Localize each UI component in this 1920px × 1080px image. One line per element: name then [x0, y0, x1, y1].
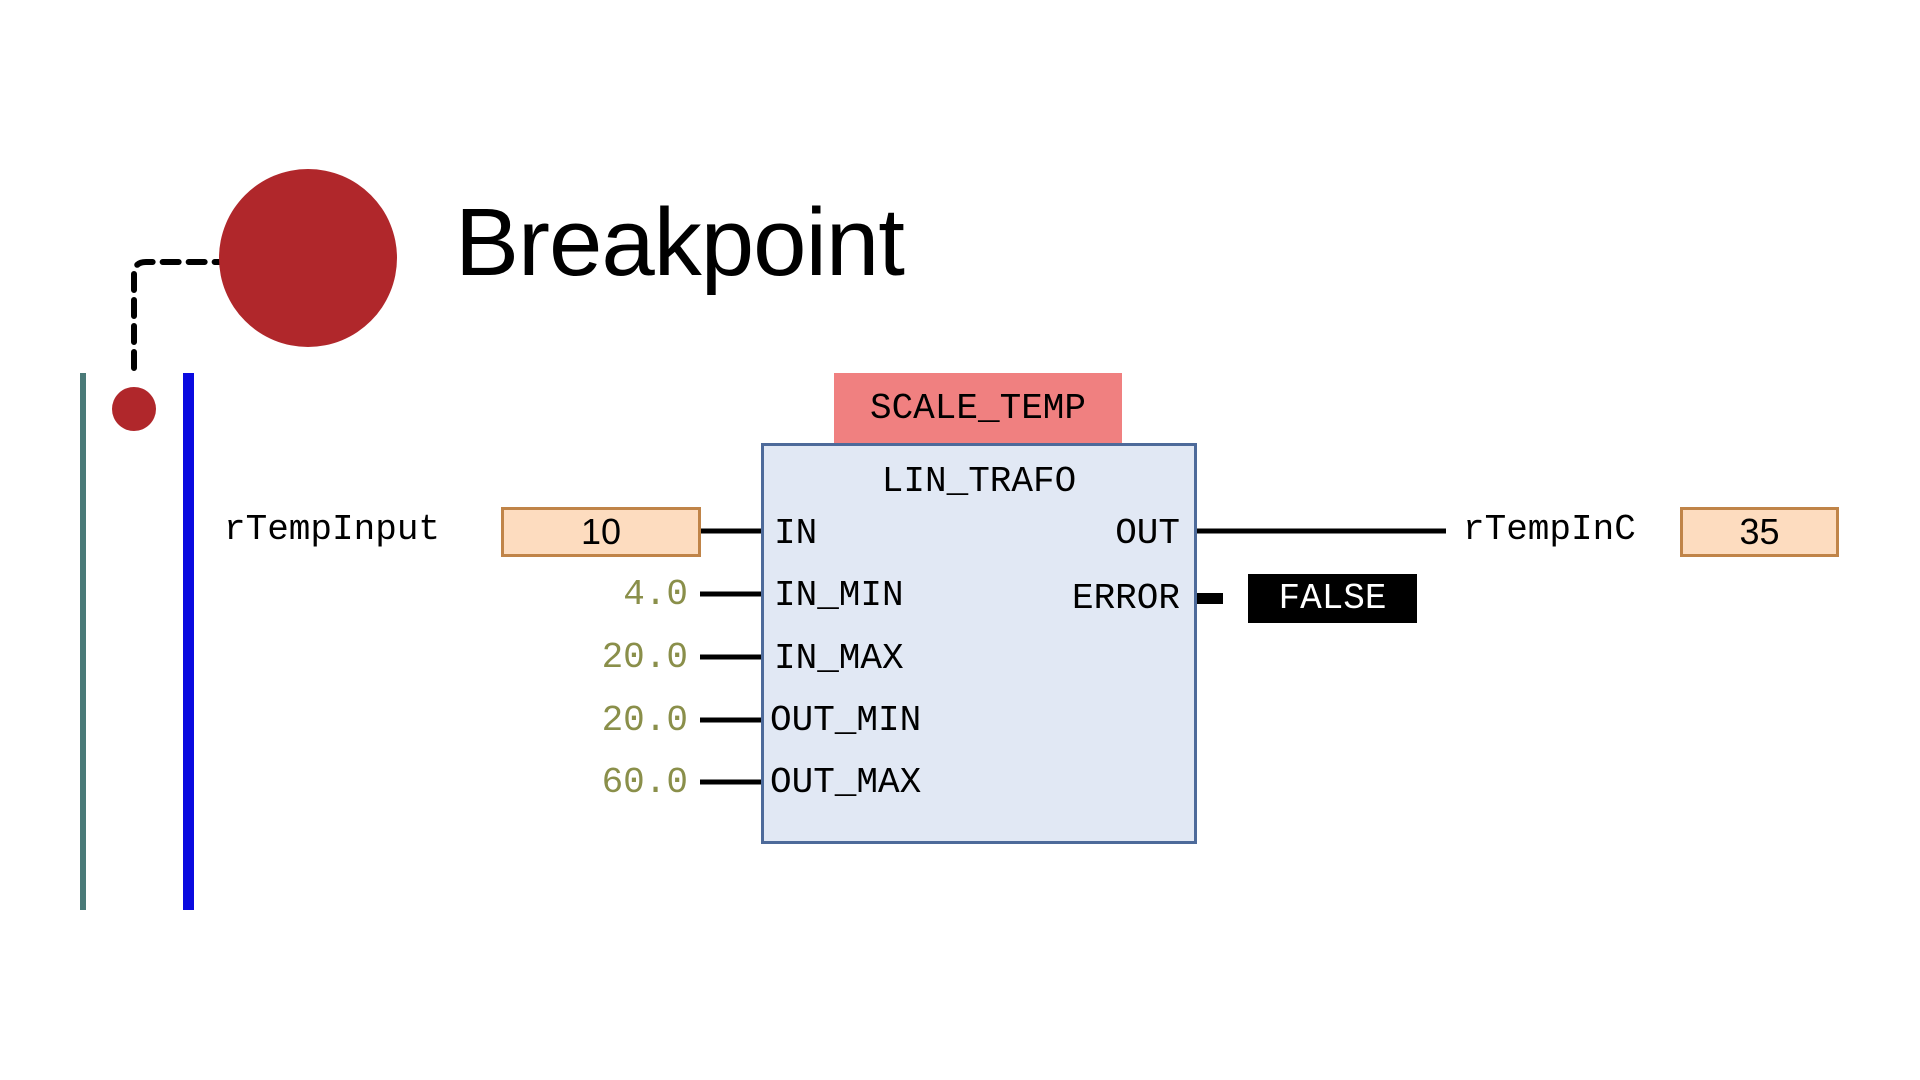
- pin-out-min: OUT_MIN: [770, 700, 922, 741]
- pin-out: OUT: [1115, 513, 1180, 554]
- block-type-name: LIN_TRAFO: [881, 461, 1077, 502]
- constant-in-min: 4.0: [623, 574, 688, 615]
- constant-in-max: 20.0: [601, 637, 688, 678]
- function-block[interactable]: LIN_TRAFO IN IN_MIN IN_MAX OUT_MIN OUT_M…: [761, 443, 1197, 844]
- block-instance-name[interactable]: SCALE_TEMP: [834, 373, 1122, 443]
- pin-in-max: IN_MAX: [774, 638, 904, 679]
- constant-out-min: 20.0: [601, 700, 688, 741]
- input-live-value[interactable]: 10: [501, 507, 701, 557]
- output-variable-name[interactable]: rTempInC: [1463, 509, 1636, 550]
- breakpoint-marker[interactable]: [112, 387, 156, 431]
- breakpoint-icon-large: [219, 169, 397, 347]
- right-power-rail: [183, 373, 194, 910]
- output-live-value[interactable]: 35: [1680, 507, 1839, 557]
- pin-out-max: OUT_MAX: [770, 762, 922, 803]
- pin-error: ERROR: [1071, 578, 1180, 619]
- pin-in-min: IN_MIN: [774, 575, 904, 616]
- wire-error: [1195, 593, 1223, 604]
- input-variable-name[interactable]: rTempInput: [224, 509, 441, 550]
- constant-out-max: 60.0: [601, 762, 688, 803]
- breakpoint-callout-line: [131, 259, 225, 371]
- pin-in: IN: [774, 513, 818, 554]
- left-power-rail: [80, 373, 86, 910]
- error-live-value[interactable]: FALSE: [1248, 574, 1417, 623]
- page-title: Breakpoint: [455, 189, 905, 296]
